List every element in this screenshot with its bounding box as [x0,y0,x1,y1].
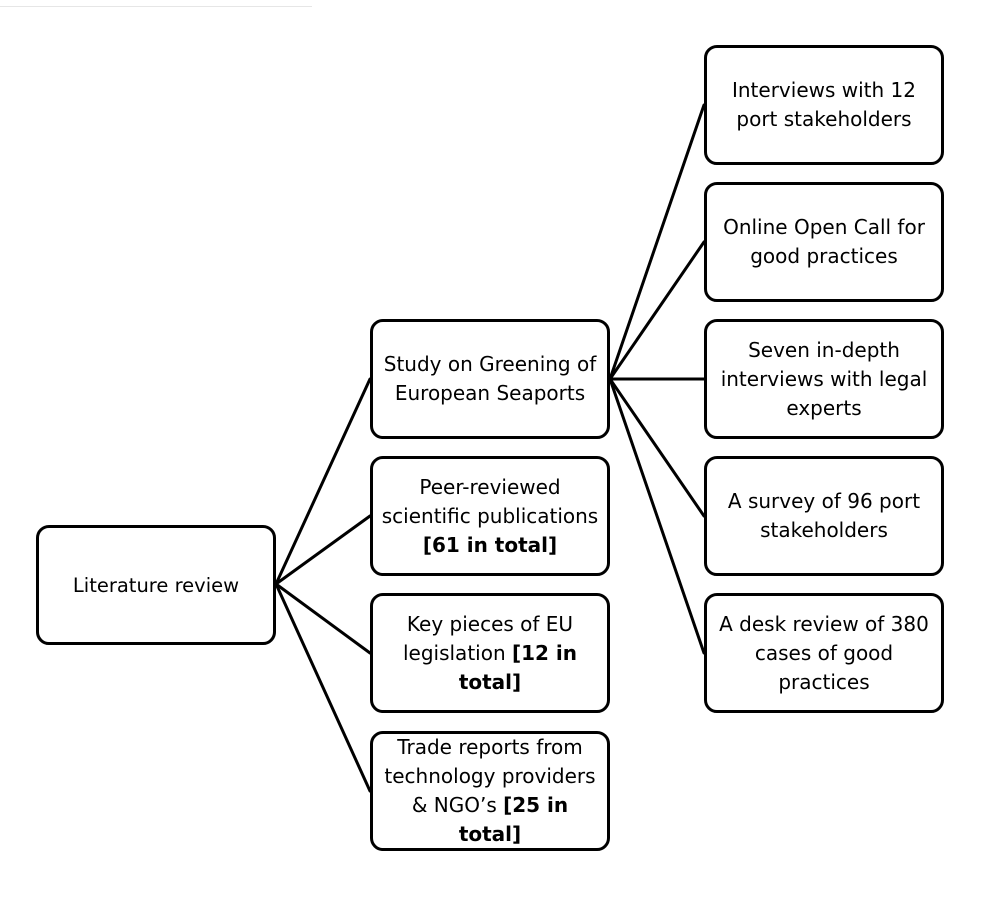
node-count: [12 in total] [458,640,578,694]
node-label-line: experts [786,395,862,420]
node-legal-expert-interviews: Seven in-depth interviews with legal exp… [704,319,944,439]
node-label-line: Key pieces of EU [406,611,574,636]
node-label-line: Peer-reviewed [419,474,561,499]
edge-root-peer [274,514,372,586]
node-label-line: interviews with legal [720,366,928,391]
node-label-line: Online Open Call for [723,215,925,239]
node-label-line: Study on Greening of [383,352,597,376]
node-label-line: A desk review of 380 [719,611,929,636]
node-literature-review: Literature review [36,525,276,645]
node-label-line: Interviews with 12 [731,78,916,102]
node-label-line: A survey of 96 port [727,489,921,513]
edge-study-opencall [608,240,706,381]
node-label-line: port stakeholders [736,107,912,131]
node-label-line: European Seaports [394,381,586,405]
edge-root-legislation [274,582,372,655]
node-label-line: Trade reports from [397,735,583,759]
node-desk-review: A desk review of 380 cases of good pract… [704,593,944,713]
node-trade-reports: Trade reports from technology providers … [370,731,610,851]
node-label-line: technology providers [384,764,596,788]
edge-root-study [274,377,372,586]
edge-root-trade [274,582,372,793]
node-label-line: scientific publications [381,503,599,528]
node-stakeholder-interviews: Interviews with 12 port stakeholders [704,45,944,165]
node-stakeholder-survey: A survey of 96 port stakeholders [704,456,944,576]
node-peer-reviewed-publications: Peer-reviewed scientific publications [6… [370,456,610,576]
node-count: [61 in total] [422,532,558,557]
node-label-line: & NGO’s [411,793,497,817]
node-online-open-call: Online Open Call for good practices [704,182,944,302]
node-label-line: cases of good [754,640,894,665]
node-label-line: practices [778,669,870,694]
edge-study-interviews [608,103,706,381]
top-divider [0,6,312,7]
edge-study-survey [608,377,706,518]
edge-study-desk [608,377,706,655]
node-label: Literature review [72,573,240,597]
node-eu-legislation: Key pieces of EU legislation [12 in tota… [370,593,610,713]
node-label-line: Seven in-depth [748,337,900,362]
node-label-line: legislation [402,640,506,665]
node-count: [25 in total] [458,793,569,846]
node-study-greening-seaports: Study on Greening of European Seaports [370,319,610,439]
node-label-line: stakeholders [760,518,888,542]
node-label-line: good practices [750,244,898,268]
